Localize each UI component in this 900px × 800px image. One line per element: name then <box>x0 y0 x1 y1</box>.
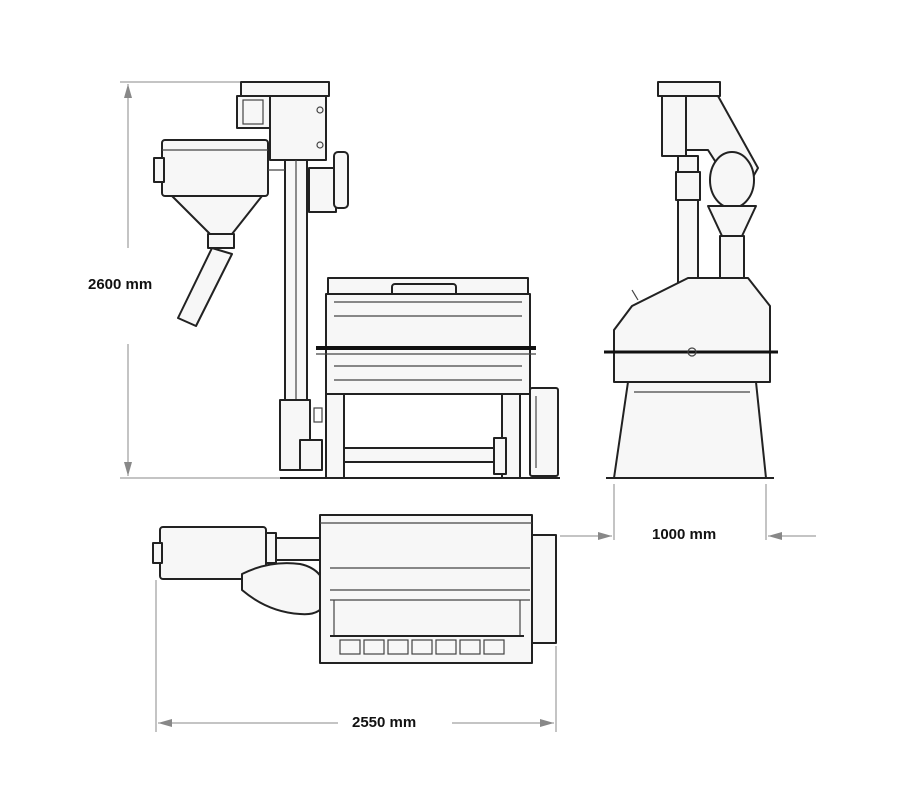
side-view <box>604 81 778 479</box>
hopper-funnel <box>171 195 263 235</box>
hopper-box <box>161 139 269 197</box>
side-motor <box>709 151 755 209</box>
top-motor <box>241 562 328 616</box>
gearbox <box>529 387 559 477</box>
elevator-head <box>269 95 327 161</box>
top-slots <box>339 639 505 655</box>
top-drum <box>319 514 533 664</box>
top-gearbox <box>531 534 557 644</box>
side-drum <box>613 277 771 383</box>
head-motor <box>236 95 271 129</box>
side-base <box>613 381 767 479</box>
height-label: 2600 mm <box>88 276 152 293</box>
drum-lid <box>327 277 529 295</box>
depth-label: 1000 mm <box>652 526 716 543</box>
front-view <box>153 81 560 479</box>
width-label: 2550 mm <box>352 714 416 731</box>
elevator-top-cap <box>240 81 330 97</box>
top-view <box>152 514 557 664</box>
column-motor <box>308 167 337 213</box>
discharge-chute <box>177 247 233 327</box>
height-dimension <box>120 81 280 479</box>
width-dimension <box>155 580 557 732</box>
drum-body <box>325 293 531 395</box>
depth-dimension <box>560 484 816 540</box>
side-top-cap <box>657 81 721 97</box>
